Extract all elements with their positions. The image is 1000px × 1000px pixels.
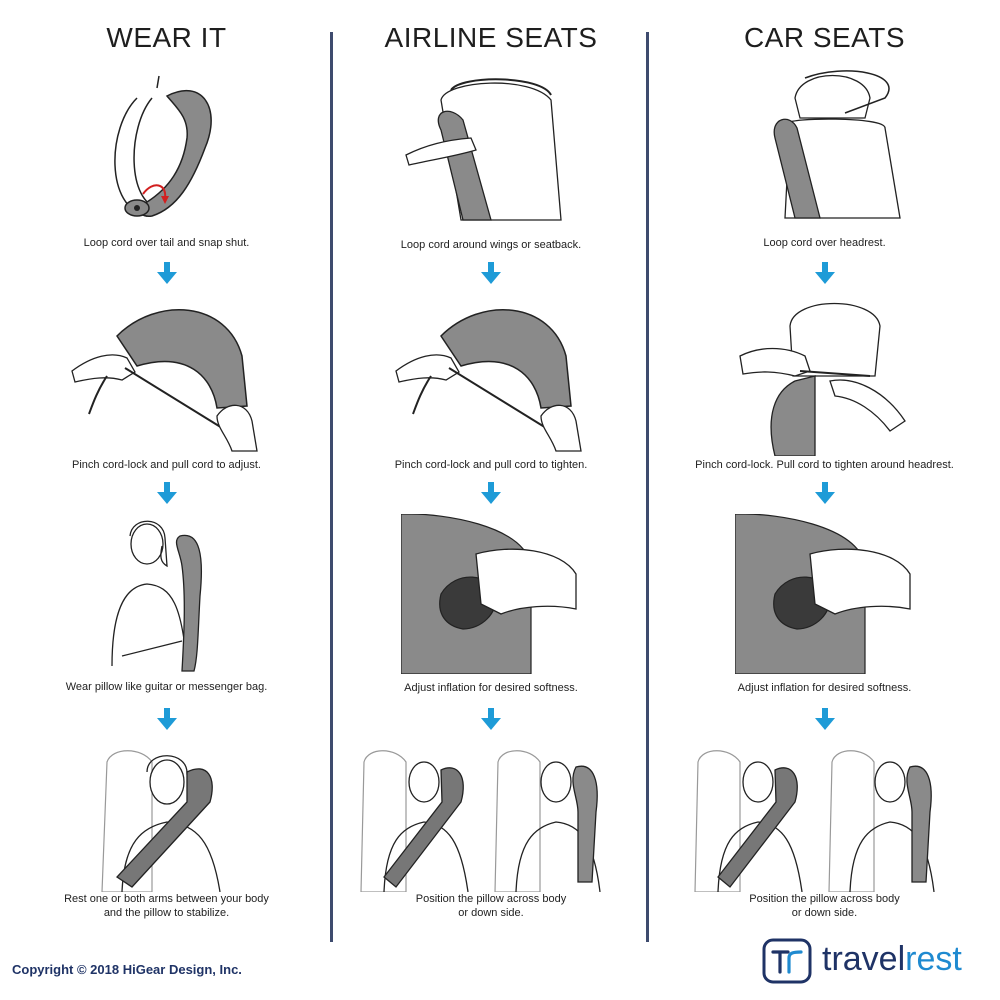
- down-arrow-icon: [815, 262, 835, 284]
- down-arrow-icon: [157, 708, 177, 730]
- copyright-text: Copyright © 2018 HiGear Design, Inc.: [12, 962, 242, 977]
- illustration-wear-pillow: [0, 516, 333, 676]
- brand-travel: travel: [822, 940, 906, 978]
- column-divider: [646, 32, 649, 942]
- step-caption: or down side.: [791, 907, 858, 919]
- down-arrow-icon: [481, 262, 501, 284]
- column-title: CAR SEATS: [743, 22, 906, 53]
- step-caption: Loop cord over headrest.: [763, 237, 886, 249]
- column-divider: [330, 32, 333, 942]
- brand-rest: rest: [905, 940, 962, 978]
- illustration-inflation-valve: [649, 514, 1000, 674]
- step-caption: Wear pillow like guitar or messenger bag…: [65, 681, 268, 693]
- illustration-two-sleepers: [333, 742, 649, 892]
- illustration-inflation-valve: [333, 514, 649, 674]
- step-caption: Adjust inflation for desired softness.: [737, 682, 912, 694]
- step-caption: and the pillow to stabilize.: [103, 907, 230, 919]
- step-caption: Rest one or both arms between your body: [64, 893, 269, 905]
- travelrest-logo-icon: [762, 938, 812, 984]
- column-title: AIRLINE SEATS: [384, 22, 598, 53]
- down-arrow-icon: [481, 482, 501, 504]
- step-caption: Loop cord over tail and snap shut.: [83, 237, 250, 249]
- column-wear-it: WEAR IT Loop cord over tail and snap shu…: [0, 0, 333, 955]
- step-caption: or down side.: [458, 907, 524, 919]
- illustration-resting-person: [0, 742, 333, 892]
- step-caption: Pinch cord-lock. Pull cord to tighten ar…: [695, 459, 954, 471]
- step-caption: Position the pillow across body: [415, 893, 567, 905]
- travelrest-wordmark: travelrest: [822, 940, 962, 979]
- column-car-seats: CAR SEATS Loop cord over headrest. Pinch…: [649, 0, 1000, 955]
- column-airline-seats: AIRLINE SEATS Loop cord around wings or …: [333, 0, 649, 955]
- step-caption: Pinch cord-lock and pull cord to tighten…: [394, 459, 588, 471]
- illustration-pinch-cord: [333, 296, 649, 456]
- step-caption: Position the pillow across body: [749, 893, 900, 905]
- illustration-two-sleepers: [649, 742, 1000, 892]
- down-arrow-icon: [157, 262, 177, 284]
- step-caption: Pinch cord-lock and pull cord to adjust.: [72, 459, 261, 471]
- illustration-car-seat: [649, 68, 1000, 228]
- step-caption: Adjust inflation for desired softness.: [404, 682, 578, 694]
- illustration-airline-seat: [333, 70, 649, 230]
- down-arrow-icon: [157, 482, 177, 504]
- down-arrow-icon: [815, 708, 835, 730]
- illustration-pinch-cord: [0, 296, 333, 456]
- down-arrow-icon: [815, 482, 835, 504]
- step-caption: Loop cord around wings or seatback.: [400, 239, 582, 251]
- illustration-headrest-cord: [649, 296, 1000, 456]
- column-title: WEAR IT: [106, 22, 227, 53]
- travelrest-logo: travelrest: [762, 938, 994, 988]
- down-arrow-icon: [481, 708, 501, 730]
- illustration-pillow-loop: [0, 68, 333, 228]
